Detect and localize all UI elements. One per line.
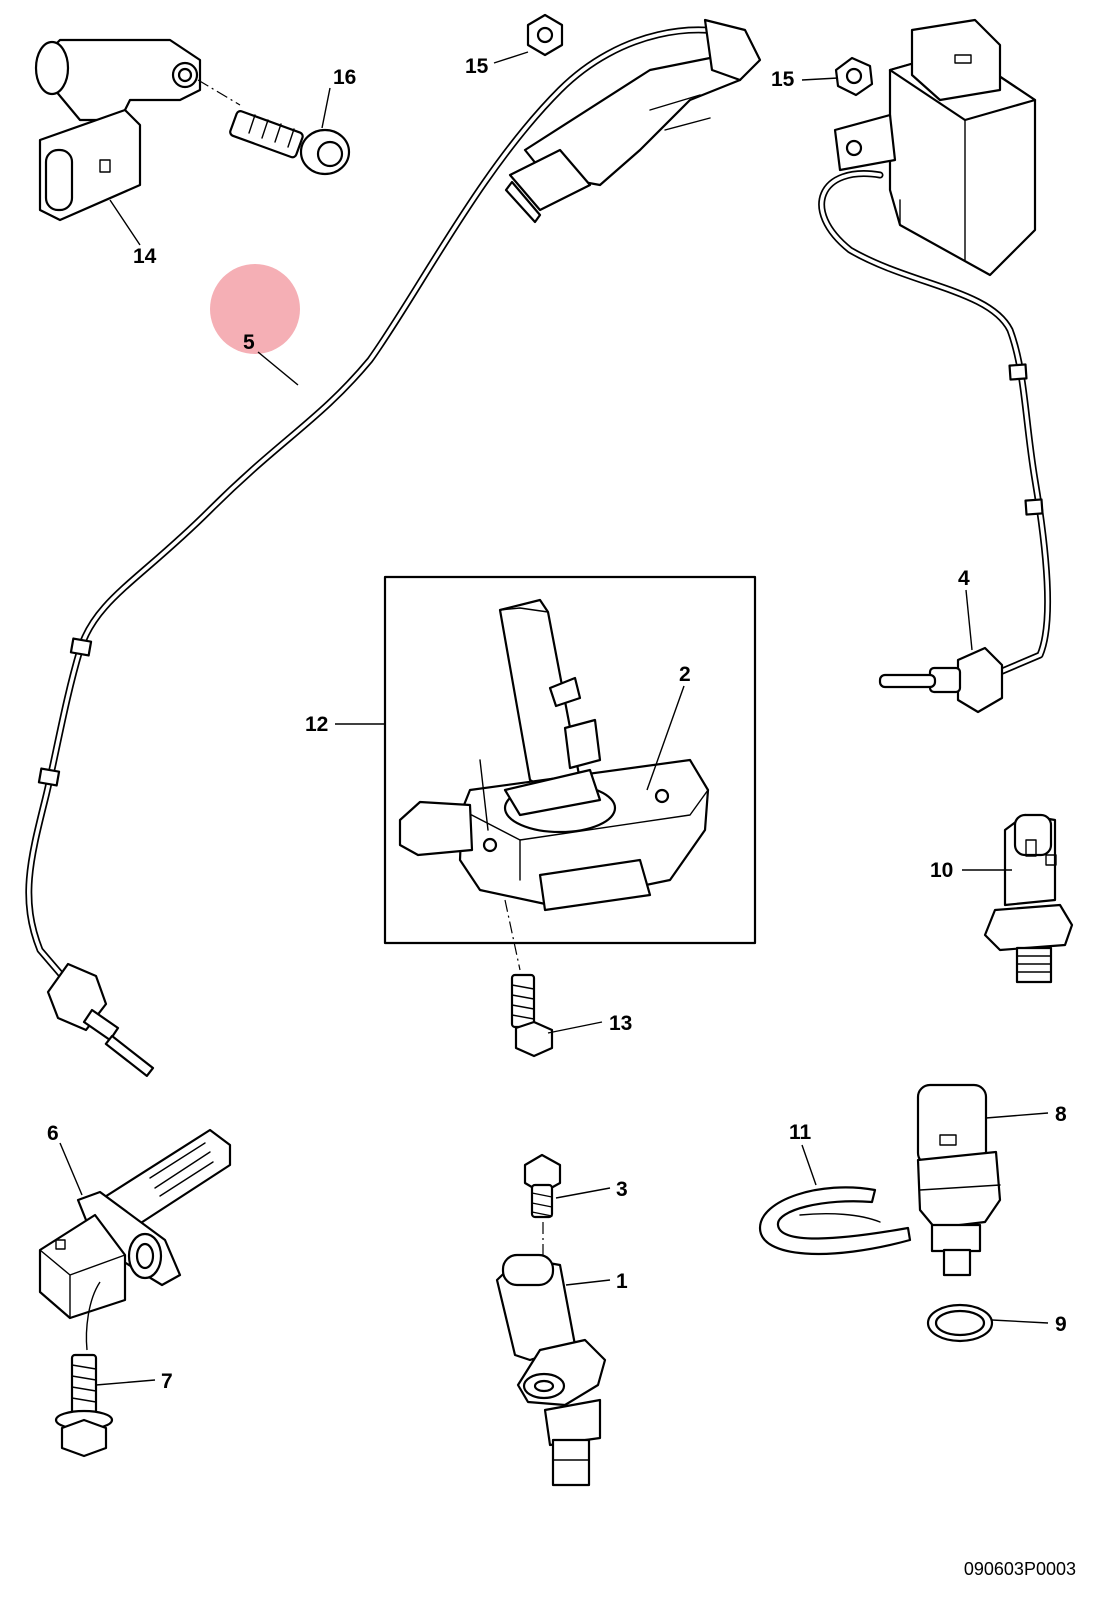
callout-1: 1 [616, 1270, 628, 1293]
callout-14: 14 [133, 245, 157, 268]
callout-12: 12 [305, 713, 328, 736]
callout-8: 8 [1055, 1103, 1067, 1126]
callout-2: 2 [679, 663, 691, 686]
part-15-nut-left[interactable] [526, 13, 564, 57]
part-4-temp-sensor-with-control-unit[interactable] [818, 18, 1052, 714]
part-11-clip[interactable] [758, 1186, 912, 1256]
part-9-o-ring[interactable] [926, 1303, 994, 1343]
part-12-oil-level-sensor-box[interactable] [383, 575, 757, 971]
callout-16: 16 [333, 66, 356, 89]
callout-7: 7 [161, 1370, 173, 1393]
callout-13: 13 [609, 1012, 632, 1035]
callout-9: 9 [1055, 1313, 1067, 1336]
part-14-sensor[interactable] [34, 38, 202, 222]
part-15-nut-right[interactable] [834, 56, 874, 97]
callout-3: 3 [616, 1178, 628, 1201]
callout-6: 6 [47, 1122, 59, 1145]
part-8-temp-sensor[interactable] [916, 1083, 1002, 1277]
part-10-pressure-switch[interactable] [983, 813, 1074, 984]
callout-labels: 16 14 15 15 5 4 12 2 10 13 6 7 3 1 11 8 … [47, 55, 1067, 1393]
leader-lines [59, 51, 1049, 1386]
callout-10: 10 [930, 859, 953, 882]
part-1-speed-sensor[interactable] [495, 1253, 607, 1487]
part-13-bolt[interactable] [510, 973, 554, 1058]
part-6-sensor[interactable] [38, 1128, 232, 1320]
drawing-reference: 090603P0003 [964, 1559, 1076, 1579]
part-7-bolt[interactable] [54, 1281, 114, 1458]
callout-15-right: 15 [771, 68, 795, 91]
part-5-exhaust-temp-sensor[interactable] [25, 18, 762, 1077]
callout-5: 5 [243, 331, 255, 354]
highlight-marker[interactable] [210, 264, 300, 354]
callout-15-left: 15 [465, 55, 489, 78]
part-16-bolt[interactable] [197, 79, 351, 176]
callout-4: 4 [958, 567, 970, 590]
part-3-bolt[interactable] [523, 1153, 562, 1255]
callout-11: 11 [789, 1121, 812, 1144]
